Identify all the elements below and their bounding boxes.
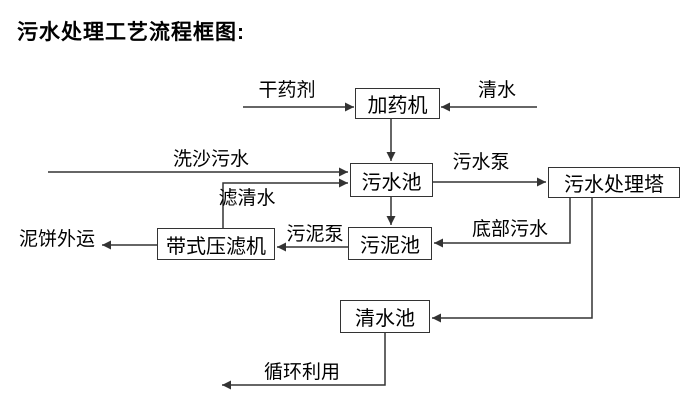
node-sewage-treatment-tower: 污水处理塔 bbox=[548, 167, 680, 198]
arrow-clean-water-pool-to-recycle bbox=[222, 333, 386, 390]
label-mud-cake-outbound: 泥饼外运 bbox=[18, 229, 96, 250]
node-sludge-pool-label: 污泥池 bbox=[360, 235, 420, 257]
label-filtered-clean-water: 滤清水 bbox=[218, 188, 276, 209]
label-recycle-use: 循环利用 bbox=[263, 362, 341, 383]
diagram-title: 污水处理工艺流程框图: bbox=[17, 21, 245, 44]
label-sewage-pump: 污水泵 bbox=[452, 152, 510, 173]
node-dosing-machine: 加药机 bbox=[355, 88, 440, 119]
node-belt-filter-press: 带式压滤机 bbox=[157, 228, 275, 260]
arrow-tower-to-clean-water-pool bbox=[432, 198, 593, 323]
node-dosing-machine-label: 加药机 bbox=[367, 95, 428, 117]
node-sludge-pool: 污泥池 bbox=[348, 227, 432, 260]
node-clean-water-pool: 清水池 bbox=[340, 300, 430, 333]
node-clean-water-pool-label: 清水池 bbox=[355, 308, 415, 330]
label-bottom-sewage: 底部污水 bbox=[471, 219, 549, 240]
node-sewage-pool: 污水池 bbox=[350, 163, 433, 197]
node-belt-filter-press-label: 带式压滤机 bbox=[166, 235, 266, 258]
arrow-bottom-sewage-tower-to-sludge-pool bbox=[434, 198, 571, 248]
label-clean-water: 清水 bbox=[477, 80, 517, 101]
arrow-filtered-water-press-to-sewage-pool bbox=[222, 178, 348, 228]
label-sand-washing-sewage: 洗沙污水 bbox=[172, 149, 250, 170]
node-sewage-treatment-tower-label: 污水处理塔 bbox=[564, 174, 664, 196]
label-sludge-pump: 污泥泵 bbox=[286, 224, 344, 245]
label-dry-chemical: 干药剂 bbox=[258, 80, 316, 101]
node-sewage-pool-label: 污水池 bbox=[361, 171, 422, 194]
